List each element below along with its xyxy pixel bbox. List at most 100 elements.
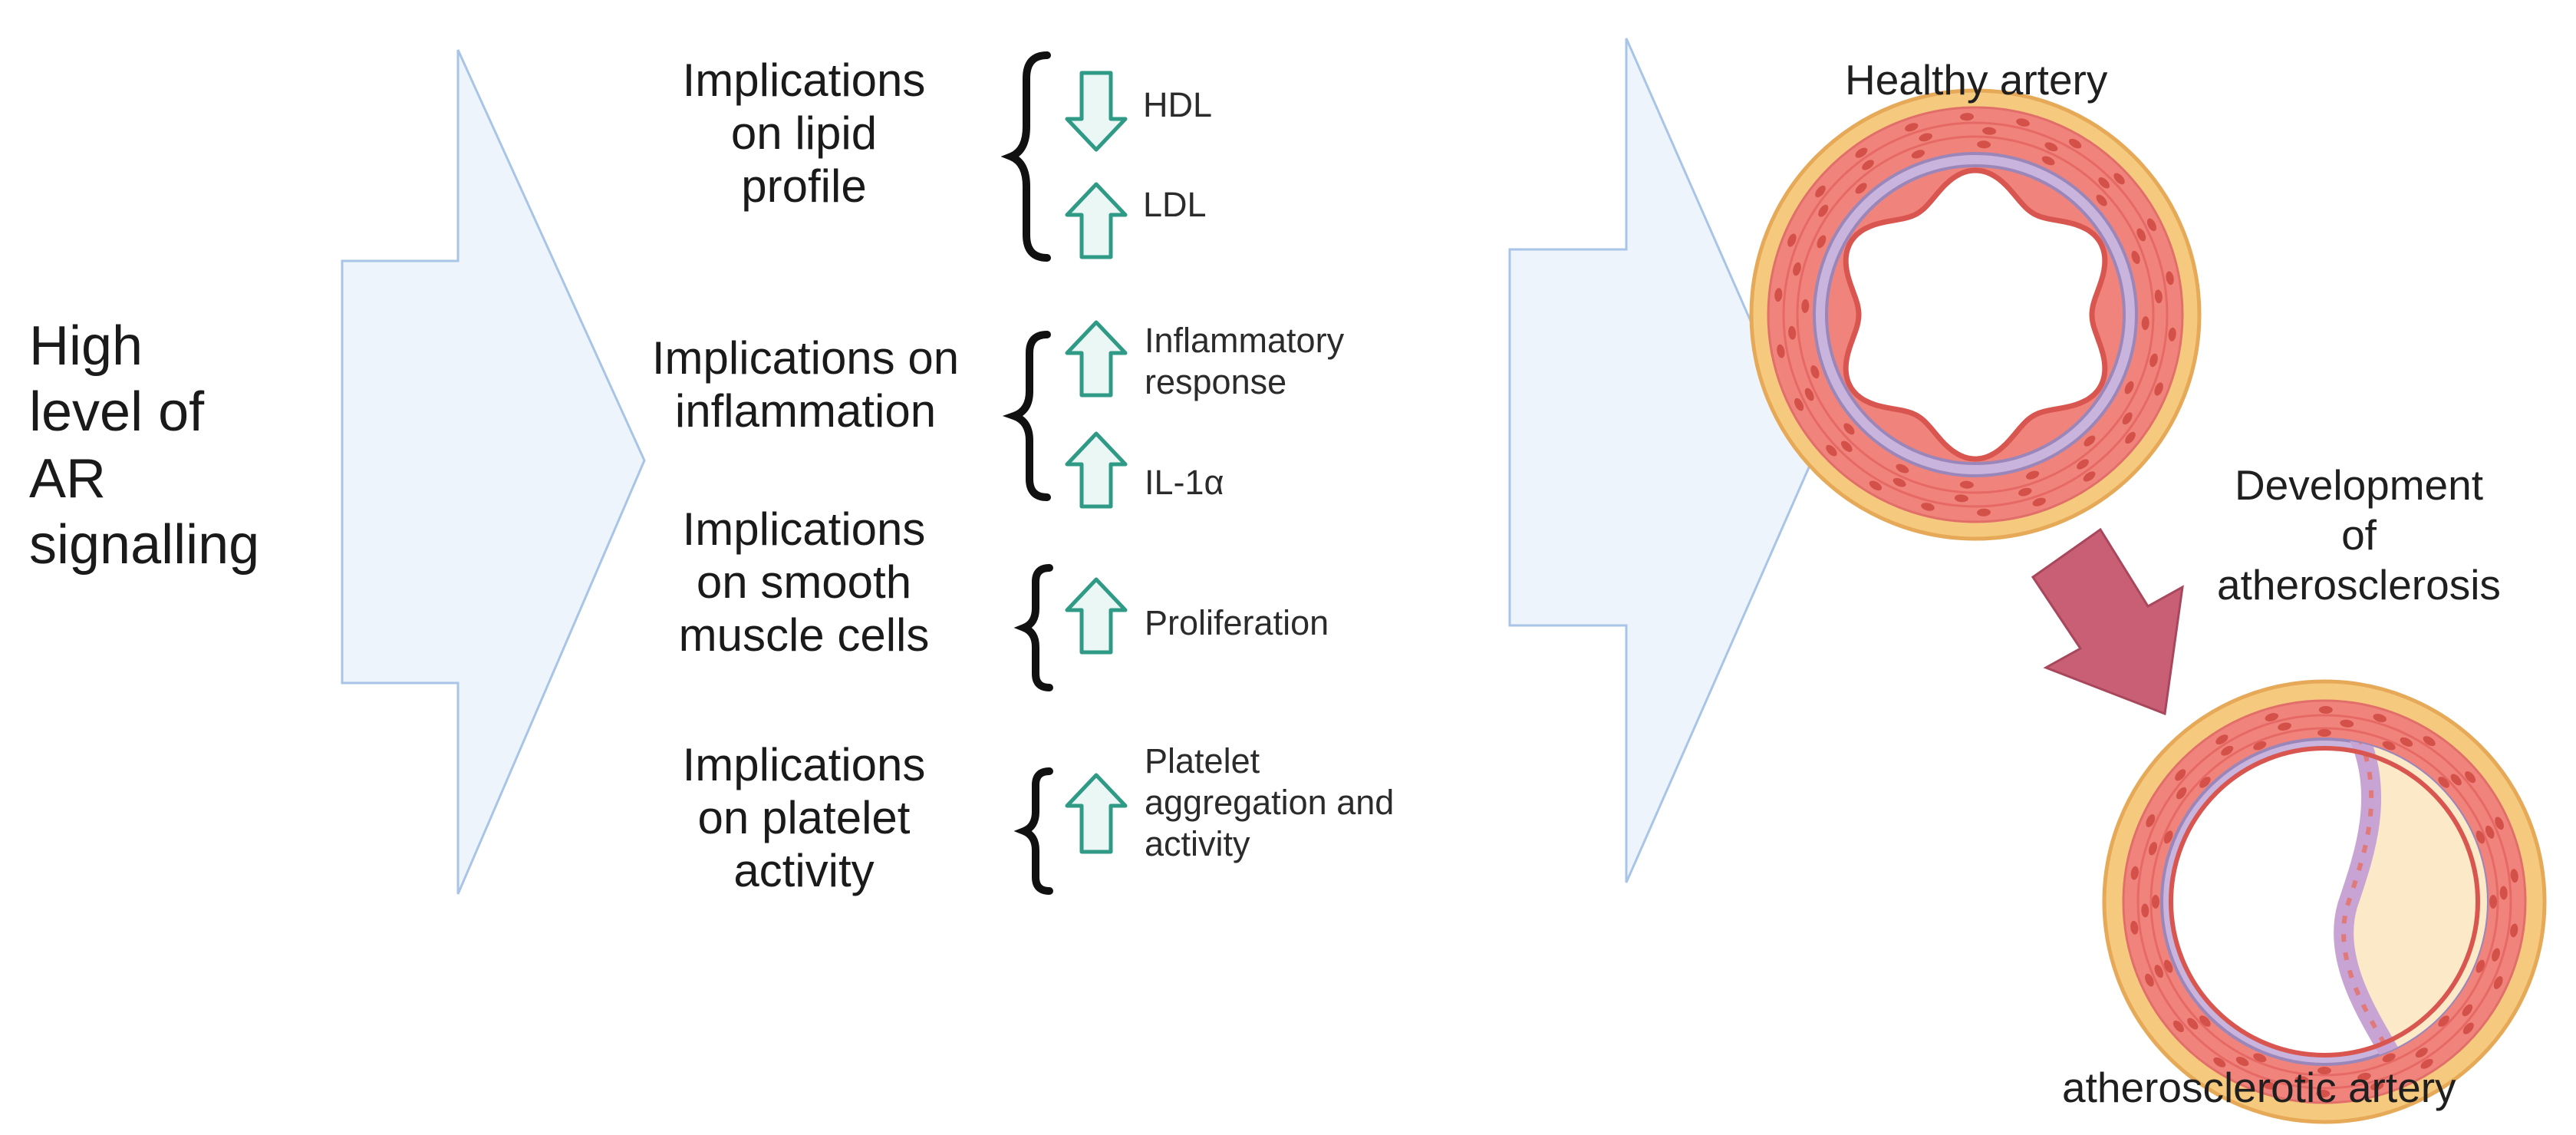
nucleus-dot [2083,471,2096,482]
nucleus-dot [2154,965,2164,978]
nucleus-dot [2136,228,2146,242]
nucleus-dot [2462,1022,2474,1034]
brace-inflammation [1002,331,1051,501]
nucleus-dot [2131,250,2140,265]
nucleus-dot [2175,769,2186,781]
nucleus-dot [2489,895,2497,909]
nucleus-dot [2420,1058,2433,1069]
nucleus-dot [1855,183,1867,194]
effect-hdl: HDL [1143,85,1213,124]
healthy-lumen [1843,167,2108,462]
nucleus-dot [2465,771,2476,784]
nucleus-dot [2096,194,2107,206]
nucleus-dot [1793,262,1801,276]
nucleus-dot [2493,976,2503,989]
nucleus-dot [2462,1004,2473,1017]
nucleus-dot [2084,435,2096,447]
nucleus-dot [1788,325,1797,340]
healthy-artery-label: Healthy artery [1845,56,2108,104]
category-platelet-activity: Implications on platelet activity [682,739,926,896]
nucleus-dot [1840,440,1853,452]
up-arrow-icon [1065,431,1128,509]
nucleus-dot [2235,1057,2249,1067]
nucleus-dot [2018,487,2032,497]
nucleus-dot [2510,923,2518,938]
nucleus-dot [1982,127,1997,135]
nucleus-dot [2495,817,2504,830]
nucleus-dot [2357,1072,2371,1081]
nucleus-dot [1804,388,1814,401]
atherosclerotic-artery-label: atherosclerotic artery [2062,1064,2456,1111]
nucleus-dot [1815,185,1826,198]
nucleus-dot [2163,959,2173,973]
smooth-muscle-nuclei [1774,113,2176,516]
nucleus-dot [1818,204,1829,217]
nucleus-dot [2382,1053,2396,1063]
nucleus-dot [2476,830,2485,844]
nucleus-dot [1977,508,1991,516]
nucleus-dot [2438,1015,2449,1027]
nucleus-dot [2125,431,2136,444]
nucleus-dot [1960,113,1974,121]
lead-text: High level of AR signalling [29,315,260,576]
nucleus-dot [2492,948,2500,962]
nucleus-dot [2032,497,2046,506]
nucleus-dot [2166,271,2174,285]
nucleus-dot [1855,147,1868,158]
nucleus-dot [2340,719,2354,728]
nucleus-dot [2485,825,2495,839]
nucleus-dot [2145,973,2154,987]
nucleus-dot [2373,714,2387,723]
healthy-artery-illustration [1749,88,2202,541]
nucleus-dot [1921,503,1935,511]
nucleus-dot [1977,140,1991,149]
effect-il-1a: IL-1α [1145,463,1224,502]
big-arrow-right [1508,38,1813,883]
effect-proliferation: Proliferation [1145,603,1329,642]
nucleus-dot [2316,1089,2331,1098]
nucleus-dot [1892,477,1906,487]
nucleus-dot [2199,777,2211,788]
nucleus-dot [1774,288,1783,302]
nucleus-dot [2141,903,2149,918]
nucleus-dot [2262,1081,2276,1090]
development-label: Development of atherosclerosis [2217,461,2501,609]
nucleus-dot [1817,235,1827,249]
up-arrow-icon [1065,320,1128,398]
brace-lipid [1000,51,1051,262]
category-smooth-muscle-cells: Implications on smooth muscle cells [678,503,930,661]
nucleus-dot [2382,741,2396,751]
nucleus-dot [2077,459,2089,470]
brace-platelet [1013,767,1053,895]
nucleus-dot [2146,218,2156,232]
nucleus-dot [2149,842,2157,856]
nucleus-dot [1959,480,1974,489]
nucleus-dot [1810,365,1820,379]
effect-ldl: LDL [1143,185,1207,224]
up-arrow-icon [1065,773,1128,854]
nucleus-dot [2278,722,2291,731]
nucleus-dot [2370,1081,2384,1090]
nucleus-dot [1919,133,1932,142]
nucleus-dot [1801,299,1810,313]
up-arrow-icon [1065,182,1128,259]
nucleus-dot [2294,1076,2309,1084]
nucleus-dot [2122,412,2133,425]
nucleus-dot [2400,737,2413,747]
atherosclerotic-artery-illustration [2102,679,2547,1124]
nucleus-dot [1794,398,1804,411]
nucleus-dot [1896,464,1909,473]
nucleus-dot [1905,123,1919,132]
nucleus-dot [2317,1067,2331,1074]
nucleus-dot [2438,777,2449,788]
nucleus-dot [2318,705,2333,714]
nucleus-dot [2253,1053,2267,1063]
nucleus-dot [2025,470,2040,480]
nucleus-dot [1862,160,1874,170]
nucleus-dot [2415,1048,2428,1058]
nucleus-dot [2016,118,2030,127]
nucleus-dot [1911,150,1925,159]
nucleus-dot [2130,920,2139,935]
nucleus-dot [2041,156,2055,166]
